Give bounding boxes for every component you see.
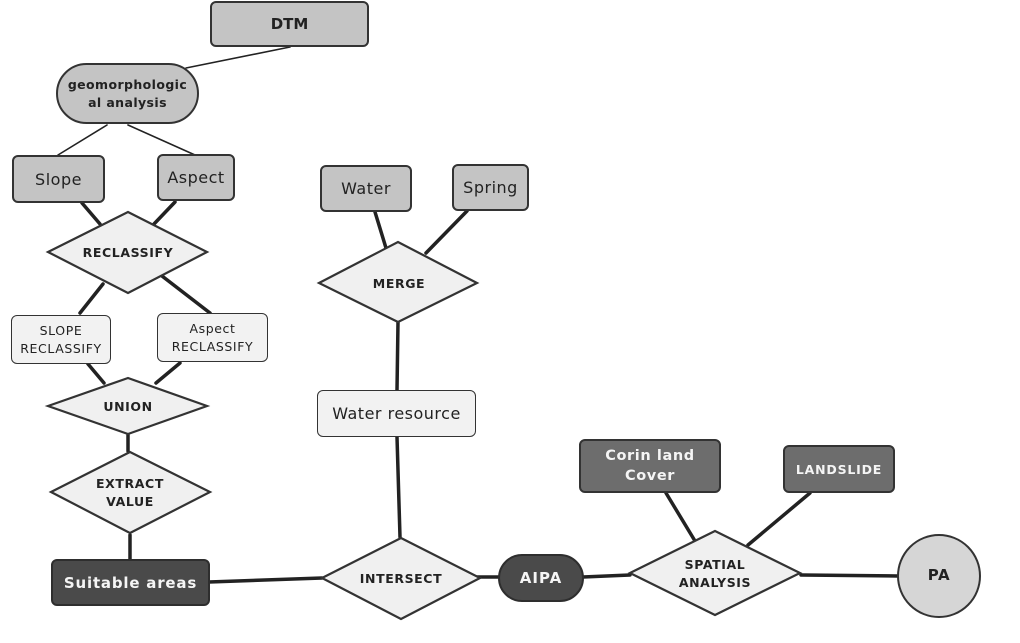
dtm-box: DTM <box>210 1 369 47</box>
aspect-box: Aspect <box>157 154 235 201</box>
aipa-node: AIPA <box>498 554 584 602</box>
union-label: UNION <box>103 398 153 414</box>
merge-diamond <box>316 240 480 324</box>
edge-aspect-reclassify <box>152 200 177 226</box>
merge-label: MERGE <box>372 275 426 291</box>
edge-aipa-spatial <box>581 573 632 579</box>
edge-geomorph-aspect <box>127 124 196 156</box>
spring-box: Spring <box>452 164 529 211</box>
edge-merge-waterresource <box>395 320 400 392</box>
edge-corin-spatial <box>664 491 697 543</box>
edge-slopereclass-union <box>86 362 106 385</box>
aspect-reclassify-box: Aspect RECLASSIFY <box>157 313 268 362</box>
edge-slope-reclassify <box>80 201 102 226</box>
slope-box: Slope <box>12 155 105 203</box>
landslide-box: LANDSLIDE <box>783 445 895 493</box>
spatial-analysis-diamond <box>627 529 803 617</box>
edge-landslide-spatial <box>746 491 812 547</box>
extract-value-diamond <box>48 450 213 535</box>
edge-waterresource-intersect <box>395 435 402 539</box>
edge-water-merge <box>373 210 388 250</box>
slope-reclassify-box: SLOPE RECLASSIFY <box>11 315 111 364</box>
water-box: Water <box>320 165 412 212</box>
extract-value-label: EXTRACT VALUE <box>96 476 164 509</box>
reclassify-diamond <box>45 210 210 295</box>
spatial-analysis-label: SPATIAL ANALYSIS <box>678 557 752 590</box>
edge-reclassify-aspectreclass <box>160 274 212 315</box>
intersect-diamond <box>319 536 483 621</box>
suitable-areas-box: Suitable areas <box>51 559 210 606</box>
edge-aspectreclass-union <box>154 361 182 385</box>
edge-dtm-geomorph <box>185 46 291 69</box>
corin-land-cover-box: Corin land Cover <box>579 439 721 493</box>
water-resource-box: Water resource <box>317 390 476 437</box>
edge-geomorph-slope <box>57 124 108 156</box>
pa-circle <box>897 534 981 618</box>
pa-label: PA <box>927 566 951 584</box>
intersect-label: INTERSECT <box>359 570 443 586</box>
edge-reclassify-slopereclass <box>78 282 105 315</box>
geomorphologic-analysis-node: geomorphologic al analysis <box>56 63 199 124</box>
edge-spatial-pa <box>799 573 900 578</box>
reclassify-label: RECLASSIFY <box>82 244 174 260</box>
edge-suitable-intersect <box>207 576 324 584</box>
edge-spring-merge <box>424 209 469 255</box>
union-diamond <box>44 376 211 436</box>
